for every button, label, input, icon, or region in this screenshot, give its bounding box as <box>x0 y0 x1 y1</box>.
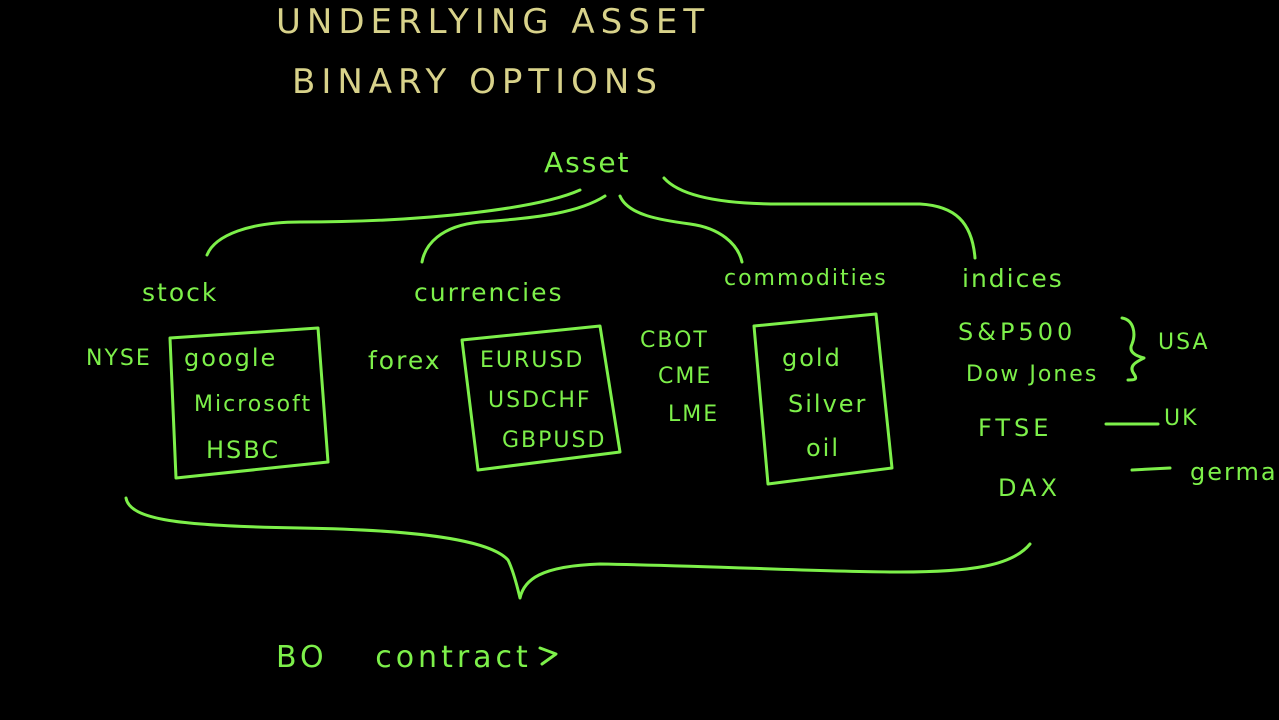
stock-item: HSBC <box>206 436 281 464</box>
index-item: Dow Jones <box>966 362 1099 387</box>
brace-usa <box>1120 316 1146 382</box>
currency-item: GBPUSD <box>502 428 607 453</box>
brace-currencies <box>420 194 607 264</box>
commodity-item: gold <box>782 344 842 372</box>
commodity-item: oil <box>806 434 841 462</box>
exchange-nyse: NYSE <box>86 346 152 371</box>
category-commodities: commodities <box>724 266 888 291</box>
box-commodities <box>752 312 894 486</box>
brace-commodities <box>618 194 744 264</box>
title-line-1: UNDERLYING ASSET <box>276 2 711 42</box>
root-asset: Asset <box>544 146 631 179</box>
box-stock <box>168 326 330 480</box>
category-indices: indices <box>962 264 1064 293</box>
exchange-cme: CME <box>658 364 713 389</box>
title-line-2: BINARY OPTIONS <box>292 62 663 102</box>
index-item: FTSE <box>978 414 1053 442</box>
market-forex: forex <box>368 346 442 375</box>
brace-indices <box>662 176 977 260</box>
stock-item: google <box>184 344 278 372</box>
stock-item: Microsoft <box>194 392 313 417</box>
region-germany: germany <box>1190 458 1279 486</box>
contract-tick <box>538 646 558 666</box>
brace-stock <box>205 188 582 257</box>
currency-item: USDCHF <box>488 388 592 413</box>
index-item: DAX <box>998 474 1061 502</box>
dash-germany <box>1130 466 1172 472</box>
box-currencies <box>460 324 622 472</box>
exchange-lme: LME <box>668 402 720 427</box>
commodity-item: Silver <box>788 390 868 418</box>
bo-contract: BO contract <box>276 640 532 675</box>
category-currencies: currencies <box>414 278 564 307</box>
brace-bottom <box>124 496 1032 600</box>
currency-item: EURUSD <box>480 348 585 373</box>
exchange-cbot: CBOT <box>640 328 709 353</box>
category-stock: stock <box>142 278 219 307</box>
index-item: S&P500 <box>958 318 1077 346</box>
region-usa: USA <box>1158 330 1210 355</box>
region-uk: UK <box>1164 406 1199 431</box>
